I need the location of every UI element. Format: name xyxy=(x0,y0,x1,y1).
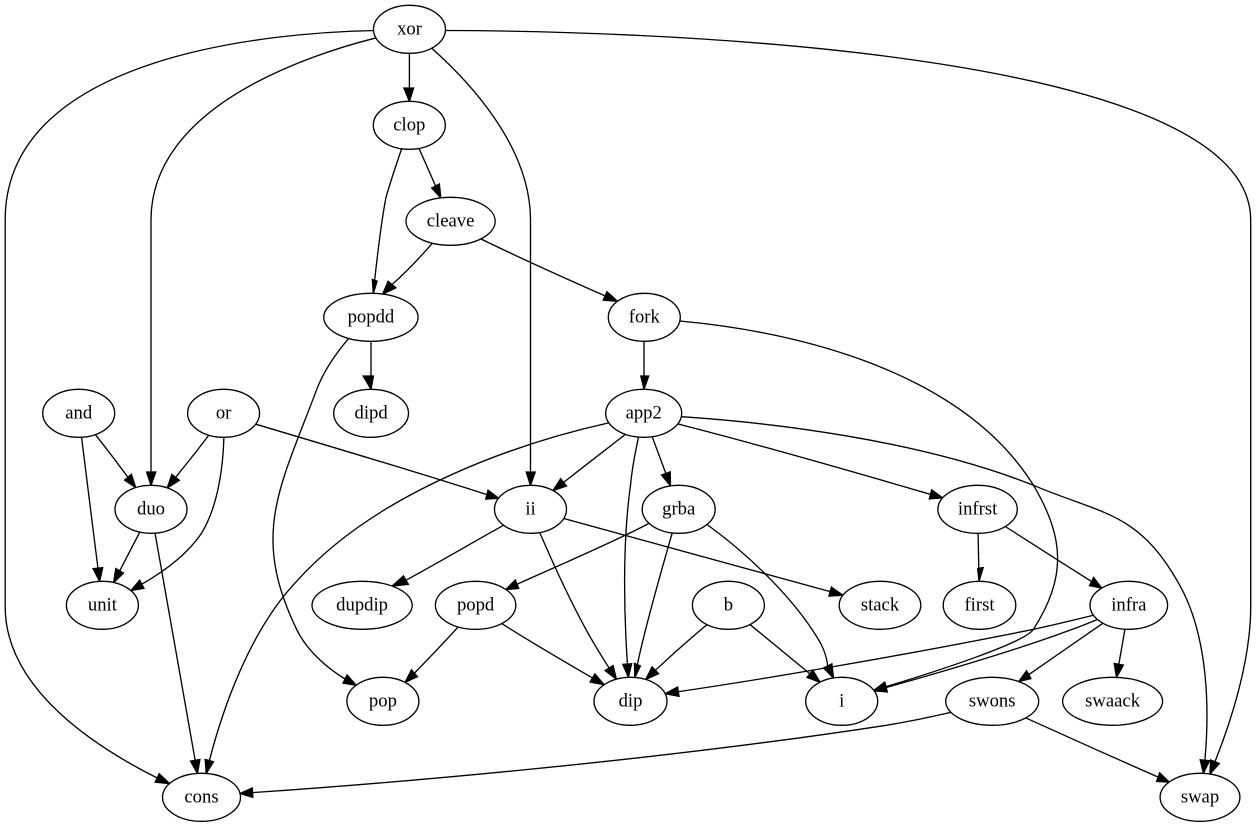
svg-text:popd: popd xyxy=(457,594,495,615)
svg-text:infra: infra xyxy=(1111,594,1147,615)
svg-text:cleave: cleave xyxy=(427,210,475,231)
svg-text:infrst: infrst xyxy=(958,498,998,519)
svg-text:fork: fork xyxy=(629,306,661,327)
svg-text:pop: pop xyxy=(369,690,397,711)
svg-text:grba: grba xyxy=(662,498,696,519)
svg-text:popdd: popdd xyxy=(348,306,395,327)
svg-text:and: and xyxy=(65,402,93,423)
svg-text:ii: ii xyxy=(525,498,535,519)
svg-text:first: first xyxy=(964,594,995,615)
svg-text:i: i xyxy=(839,690,844,711)
svg-text:or: or xyxy=(216,402,232,423)
svg-text:dip: dip xyxy=(619,690,643,711)
svg-text:unit: unit xyxy=(88,594,118,615)
svg-text:swons: swons xyxy=(969,690,1016,711)
svg-text:app2: app2 xyxy=(626,402,662,423)
svg-text:xor: xor xyxy=(397,18,423,39)
svg-text:dupdip: dupdip xyxy=(336,594,388,615)
svg-text:b: b xyxy=(724,594,733,615)
svg-text:duo: duo xyxy=(137,498,165,519)
svg-text:swap: swap xyxy=(1181,786,1219,807)
svg-text:stack: stack xyxy=(861,594,900,615)
svg-text:dipd: dipd xyxy=(355,402,389,423)
svg-text:clop: clop xyxy=(393,114,425,135)
svg-text:cons: cons xyxy=(184,786,218,807)
svg-text:swaack: swaack xyxy=(1085,690,1141,711)
